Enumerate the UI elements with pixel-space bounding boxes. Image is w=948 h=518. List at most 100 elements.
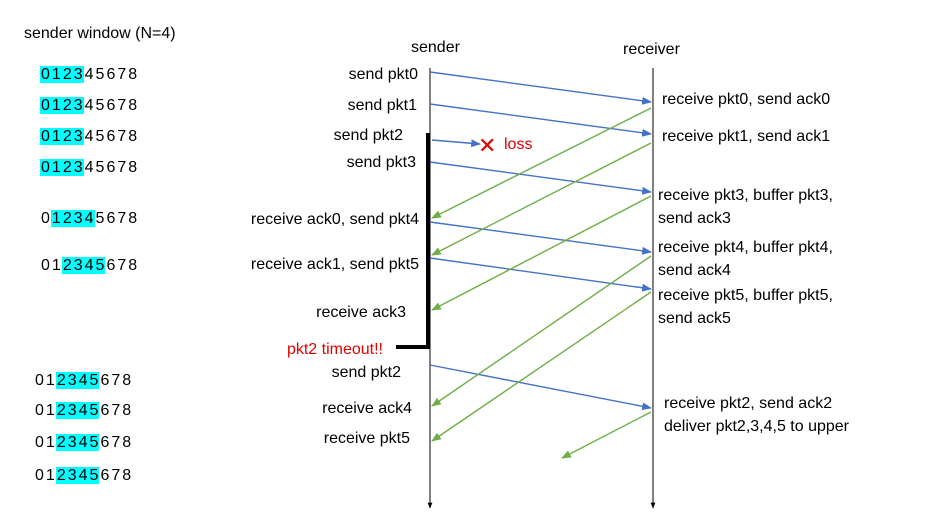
window-seq: 0 bbox=[41, 257, 50, 274]
window-seq-in-window: 1 bbox=[50, 128, 62, 145]
window-seq: 4 bbox=[84, 66, 94, 83]
window-seq: 7 bbox=[117, 257, 127, 274]
window-seq-in-window: 2 bbox=[61, 159, 73, 176]
receiver-event-line: send ack4 bbox=[658, 262, 731, 279]
window-seq-in-window: 3 bbox=[72, 210, 84, 227]
data-arrow-pkt0 bbox=[429, 71, 652, 105]
window-seq: 8 bbox=[122, 434, 132, 451]
receiver-event: receive pkt4, buffer pkt4, send ack4 bbox=[658, 236, 833, 282]
sender-event: send pkt2 bbox=[333, 127, 403, 144]
window-seq: 8 bbox=[122, 467, 132, 484]
window-seq: 5 bbox=[95, 66, 105, 83]
window-seq: 4 bbox=[84, 97, 94, 114]
window-seq: 6 bbox=[106, 257, 116, 274]
window-seq: 7 bbox=[111, 467, 121, 484]
window-seq: 6 bbox=[100, 402, 110, 419]
window-seq-in-window: 4 bbox=[83, 257, 95, 274]
window-seq-in-window: 5 bbox=[94, 257, 106, 274]
window-seq: 7 bbox=[111, 402, 121, 419]
window-title: sender window (N=4) bbox=[24, 25, 176, 42]
ack-arrow-ack0 bbox=[431, 107, 652, 219]
receiver-event: receive pkt5, buffer pkt5, send ack5 bbox=[658, 284, 833, 330]
sender-event: send pkt2 bbox=[331, 364, 401, 381]
sender-event: send pkt1 bbox=[347, 97, 417, 114]
window-seq-in-window: 4 bbox=[77, 372, 89, 389]
window-seq: 4 bbox=[84, 159, 94, 176]
window-seq-in-window: 2 bbox=[55, 402, 67, 419]
window-seq: 5 bbox=[95, 128, 105, 145]
window-seq: 8 bbox=[128, 210, 138, 227]
data-arrow-pkt2-lost bbox=[431, 139, 481, 148]
window-seq: 6 bbox=[106, 97, 116, 114]
ack-arrow-ack4 bbox=[431, 255, 652, 407]
loss-icon: ✕ bbox=[478, 133, 497, 158]
sender-event: send pkt0 bbox=[348, 66, 418, 83]
window-seq: 7 bbox=[111, 372, 121, 389]
window-seq-in-window: 2 bbox=[61, 210, 73, 227]
loss-label: loss bbox=[504, 136, 533, 153]
window-seq-in-window: 4 bbox=[77, 402, 89, 419]
window-seq: 0 bbox=[35, 467, 44, 484]
window-seq: 6 bbox=[106, 128, 116, 145]
window-seq-in-window: 3 bbox=[66, 434, 78, 451]
sender-event: receive ack4 bbox=[322, 400, 412, 417]
receiver-event: receive pkt3, buffer pkt3, send ack3 bbox=[658, 184, 833, 230]
window-seq: 8 bbox=[128, 159, 138, 176]
window-seq: 6 bbox=[100, 467, 110, 484]
receiver-event: receive pkt0, send ack0 bbox=[662, 90, 830, 110]
window-seq: 6 bbox=[100, 372, 110, 389]
window-seq-in-window: 2 bbox=[55, 372, 67, 389]
window-seq-in-window: 2 bbox=[61, 66, 73, 83]
window-seq-in-window: 0 bbox=[40, 97, 51, 114]
window-seq-in-window: 4 bbox=[77, 434, 89, 451]
window-seq: 0 bbox=[41, 210, 50, 227]
data-arrow-pkt3 bbox=[429, 161, 652, 195]
window-seq-in-window: 3 bbox=[72, 159, 84, 176]
receiver-event-line: receive pkt1, send ack1 bbox=[662, 128, 831, 145]
window-seq-in-window: 3 bbox=[66, 372, 78, 389]
window-seq: 5 bbox=[95, 97, 105, 114]
ack-arrow-ack2 bbox=[561, 411, 652, 459]
window-seq: 7 bbox=[111, 434, 121, 451]
window-seq: 7 bbox=[117, 128, 127, 145]
data-arrow-pkt5 bbox=[429, 257, 652, 292]
window-seq: 8 bbox=[122, 372, 132, 389]
window-seq: 8 bbox=[128, 66, 138, 83]
window-seq: 0 bbox=[35, 372, 44, 389]
window-seq: 1 bbox=[51, 257, 61, 274]
receiver-event-line: receive pkt2, send ack2 bbox=[664, 395, 833, 412]
data-arrow-pkt4 bbox=[429, 221, 652, 255]
data-arrow-pkt1 bbox=[429, 103, 652, 137]
receiver-event-line: deliver pkt2,3,4,5 to upper bbox=[664, 418, 850, 435]
window-seq: 4 bbox=[84, 128, 94, 145]
receiver-event-line: receive pkt0, send ack0 bbox=[662, 91, 831, 108]
window-seq: 8 bbox=[122, 402, 132, 419]
window-seq: 6 bbox=[106, 66, 116, 83]
window-seq: 7 bbox=[117, 97, 127, 114]
receiver-event: receive pkt2, send ack2 deliver pkt2,3,4… bbox=[664, 392, 849, 438]
window-seq-in-window: 3 bbox=[66, 467, 78, 484]
window-seq: 8 bbox=[128, 257, 138, 274]
window-seq-in-window: 3 bbox=[72, 128, 84, 145]
window-seq-in-window: 0 bbox=[40, 159, 51, 176]
window-seq: 1 bbox=[45, 402, 55, 419]
window-seq: 7 bbox=[117, 66, 127, 83]
window-seq-in-window: 2 bbox=[61, 97, 73, 114]
window-seq-in-window: 0 bbox=[40, 66, 51, 83]
timeout-label: pkt2 timeout!! bbox=[286, 341, 383, 358]
window-seq-in-window: 2 bbox=[55, 434, 67, 451]
sender-header: sender bbox=[411, 39, 460, 56]
window-seq: 1 bbox=[45, 372, 55, 389]
window-seq: 5 bbox=[95, 159, 105, 176]
window-seq-in-window: 1 bbox=[50, 97, 62, 114]
ack-arrow-ack1 bbox=[431, 142, 652, 256]
window-seq-in-window: 5 bbox=[88, 434, 100, 451]
window-seq: 6 bbox=[100, 434, 110, 451]
window-seq: 5 bbox=[95, 210, 105, 227]
